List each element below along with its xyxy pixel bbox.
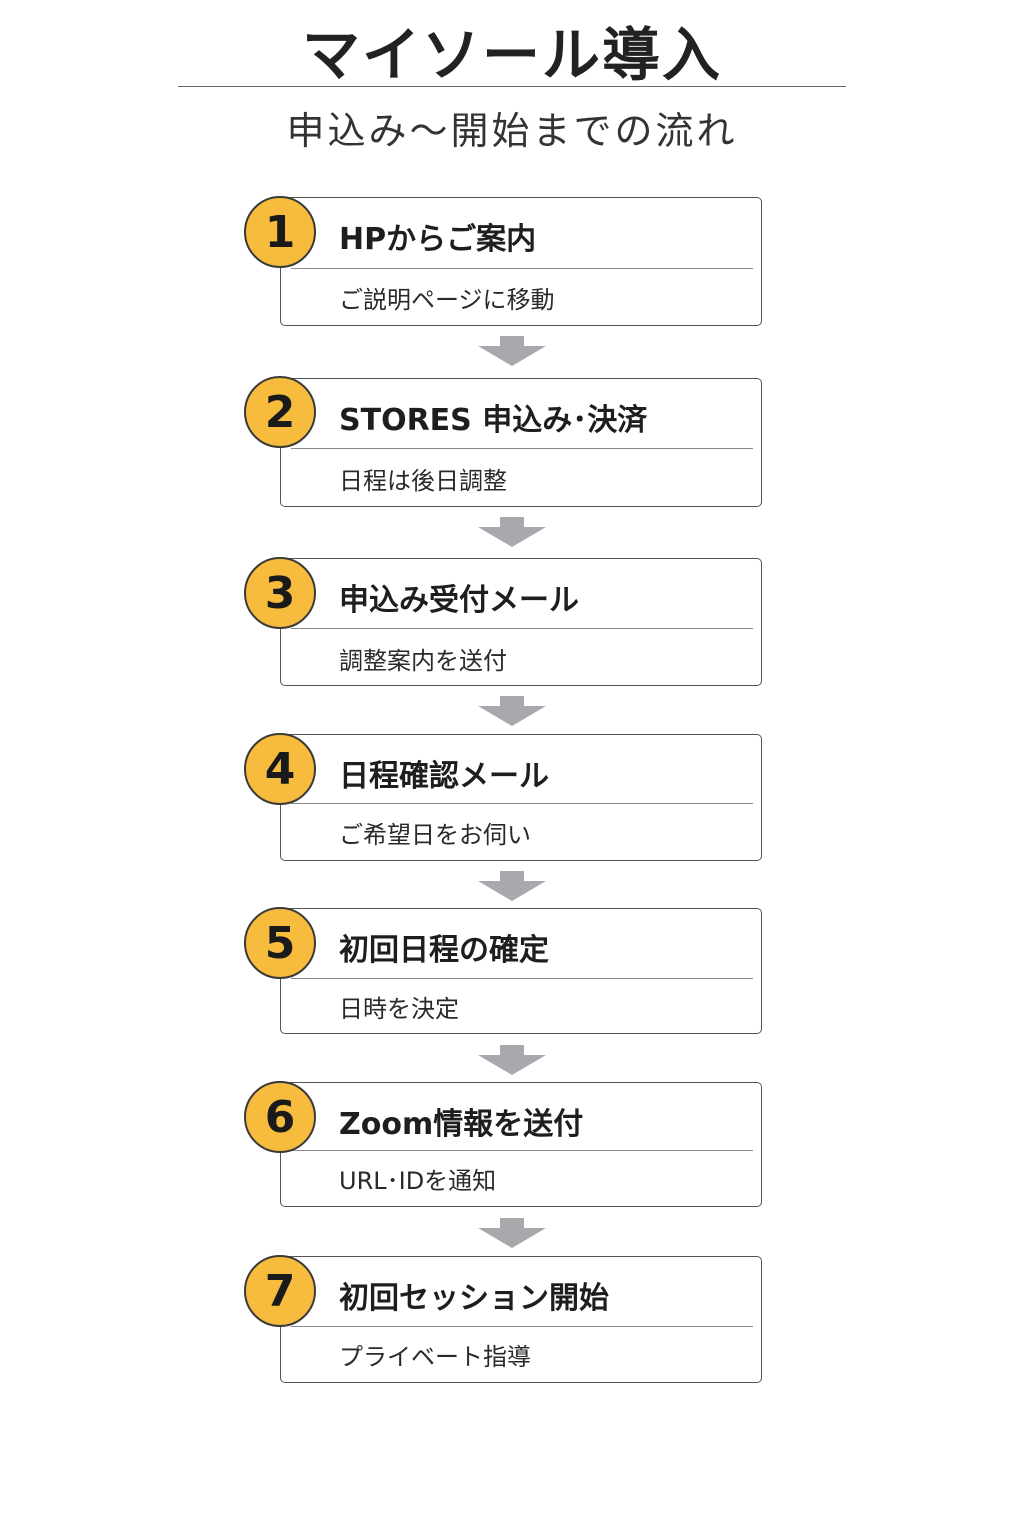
step-title: 初回日程の確定 [339,933,549,968]
step-divider [291,268,753,269]
step-badge-3: 3 [244,557,316,629]
step-desc: プライベート指導 [339,1343,531,1371]
down-arrow-icon [478,1045,546,1075]
step-divider [291,628,753,629]
step-card-6: Zoom情報を送付 URL･IDを通知 [280,1082,762,1207]
step-desc: URL･IDを通知 [339,1167,497,1195]
step-divider [291,803,753,804]
step-badge-4: 4 [244,733,316,805]
page-title: マイソール導入 [301,21,722,89]
step-desc: 日程は後日調整 [339,467,507,495]
down-arrow-icon [478,871,546,901]
step-divider [291,978,753,979]
step-title: STORES 申込み･決済 [339,403,648,438]
step-badge-7: 7 [244,1255,316,1327]
step-divider [291,1326,753,1327]
title-divider [178,86,846,87]
step-desc: ご希望日をお伺い [339,821,531,849]
step-badge-1: 1 [244,196,316,268]
step-badge-6: 6 [244,1081,316,1153]
step-title: 日程確認メール [339,759,549,794]
step-card-4: 日程確認メール ご希望日をお伺い [280,734,762,861]
step-card-7: 初回セッション開始 プライベート指導 [280,1256,762,1383]
page-subtitle: 申込み～開始までの流れ [286,109,738,153]
step-card-3: 申込み受付メール 調整案内を送付 [280,558,762,686]
down-arrow-icon [478,336,546,366]
step-badge-2: 2 [244,376,316,448]
down-arrow-icon [478,1218,546,1248]
step-desc: ご説明ページに移動 [339,286,555,314]
step-divider [291,448,753,449]
step-divider [291,1150,753,1151]
step-badge-5: 5 [244,907,316,979]
step-card-2: STORES 申込み･決済 日程は後日調整 [280,378,762,507]
step-card-5: 初回日程の確定 日時を決定 [280,908,762,1034]
step-desc: 調整案内を送付 [339,647,507,675]
step-card-1: HPからご案内 ご説明ページに移動 [280,197,762,326]
step-desc: 日時を決定 [339,995,459,1023]
step-title: 申込み受付メール [339,583,579,618]
down-arrow-icon [478,696,546,726]
down-arrow-icon [478,517,546,547]
step-title: HPからご案内 [339,222,537,257]
step-title: Zoom情報を送付 [339,1107,584,1142]
step-title: 初回セッション開始 [339,1281,609,1316]
